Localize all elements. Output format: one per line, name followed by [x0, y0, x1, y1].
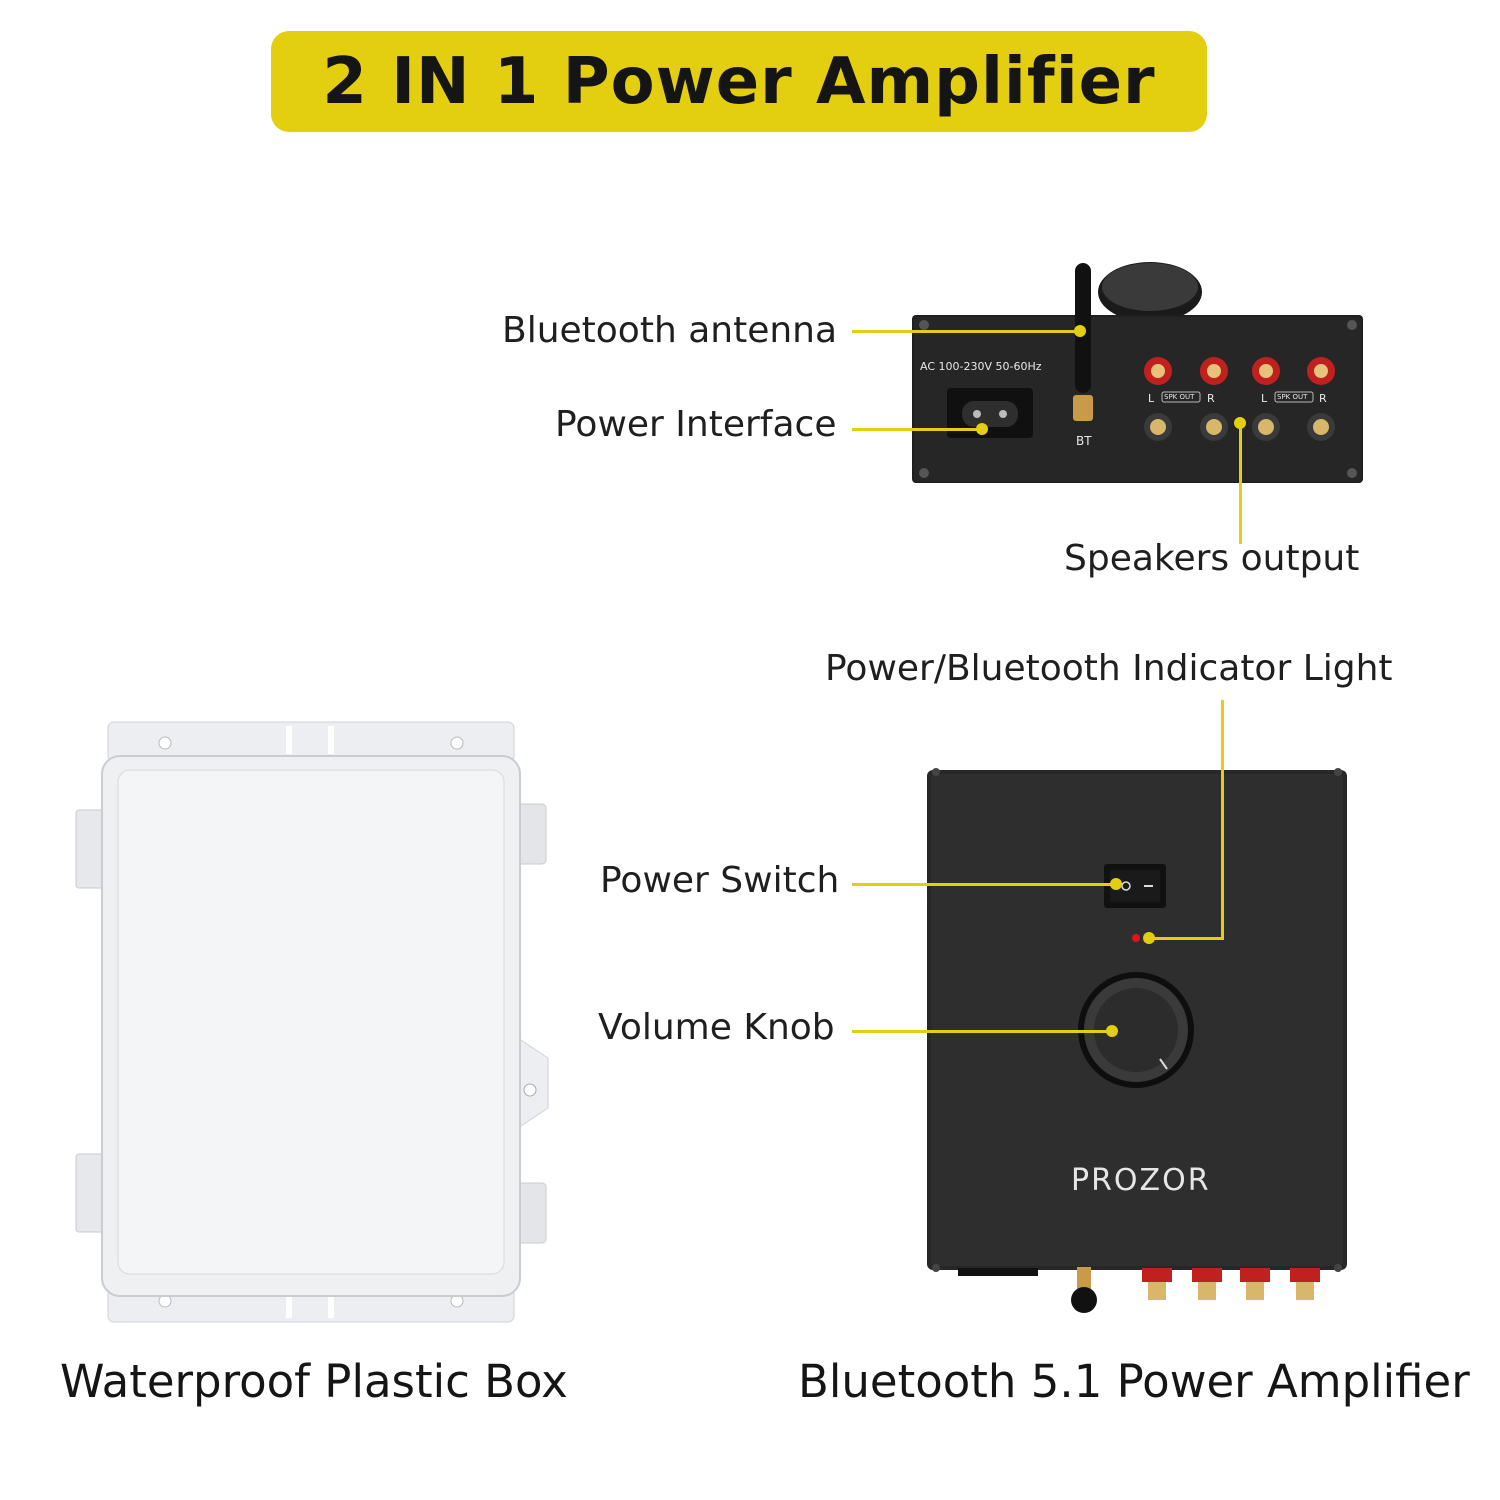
leader-volume-knob [852, 1030, 1112, 1033]
amplifier-front-image [927, 768, 1347, 1313]
brand-logo-text: PROZOR [1071, 1163, 1211, 1198]
leader-antenna [852, 330, 1080, 333]
marker-volume-knob [1106, 1025, 1118, 1037]
marker-power-switch [1110, 878, 1122, 890]
leader-indicator-vertical [1221, 700, 1224, 940]
label-bluetooth-antenna: Bluetooth antenna [502, 310, 838, 351]
marker-speakers-output [1234, 417, 1246, 429]
ac-rating-text: AC 100-230V 50-60Hz [920, 360, 1042, 373]
label-power-interface: Power Interface [555, 404, 837, 445]
spk-out-1-text: SPK OUT [1164, 393, 1195, 401]
marker-indicator-light [1143, 932, 1155, 944]
leader-indicator-horizontal [1147, 937, 1224, 940]
amplifier-rear-panel-image [912, 262, 1363, 483]
marker-antenna [1074, 325, 1086, 337]
spk-left-2-text: L [1261, 392, 1268, 405]
label-power-switch: Power Switch [600, 860, 840, 901]
label-indicator-light: Power/Bluetooth Indicator Light [825, 648, 1393, 689]
spk-right-1-text: R [1207, 392, 1215, 405]
label-speakers-output: Speakers output [1064, 538, 1360, 579]
spk-right-2-text: R [1319, 392, 1327, 405]
spk-out-2-text: SPK OUT [1277, 393, 1308, 401]
leader-power-interface [852, 428, 982, 431]
caption-waterproof-box: Waterproof Plastic Box [60, 1355, 568, 1408]
waterproof-box-image [75, 721, 549, 1323]
leader-power-switch [852, 883, 1116, 886]
spk-left-1-text: L [1148, 392, 1155, 405]
bt-text: BT [1076, 434, 1092, 448]
leader-speakers-output [1239, 424, 1242, 544]
title-banner: 2 IN 1 Power Amplifier [271, 31, 1207, 132]
page-title: 2 IN 1 Power Amplifier [322, 44, 1156, 119]
marker-power-interface [976, 423, 988, 435]
caption-bluetooth-amplifier: Bluetooth 5.1 Power Amplifier [798, 1355, 1470, 1408]
label-volume-knob: Volume Knob [598, 1007, 835, 1048]
